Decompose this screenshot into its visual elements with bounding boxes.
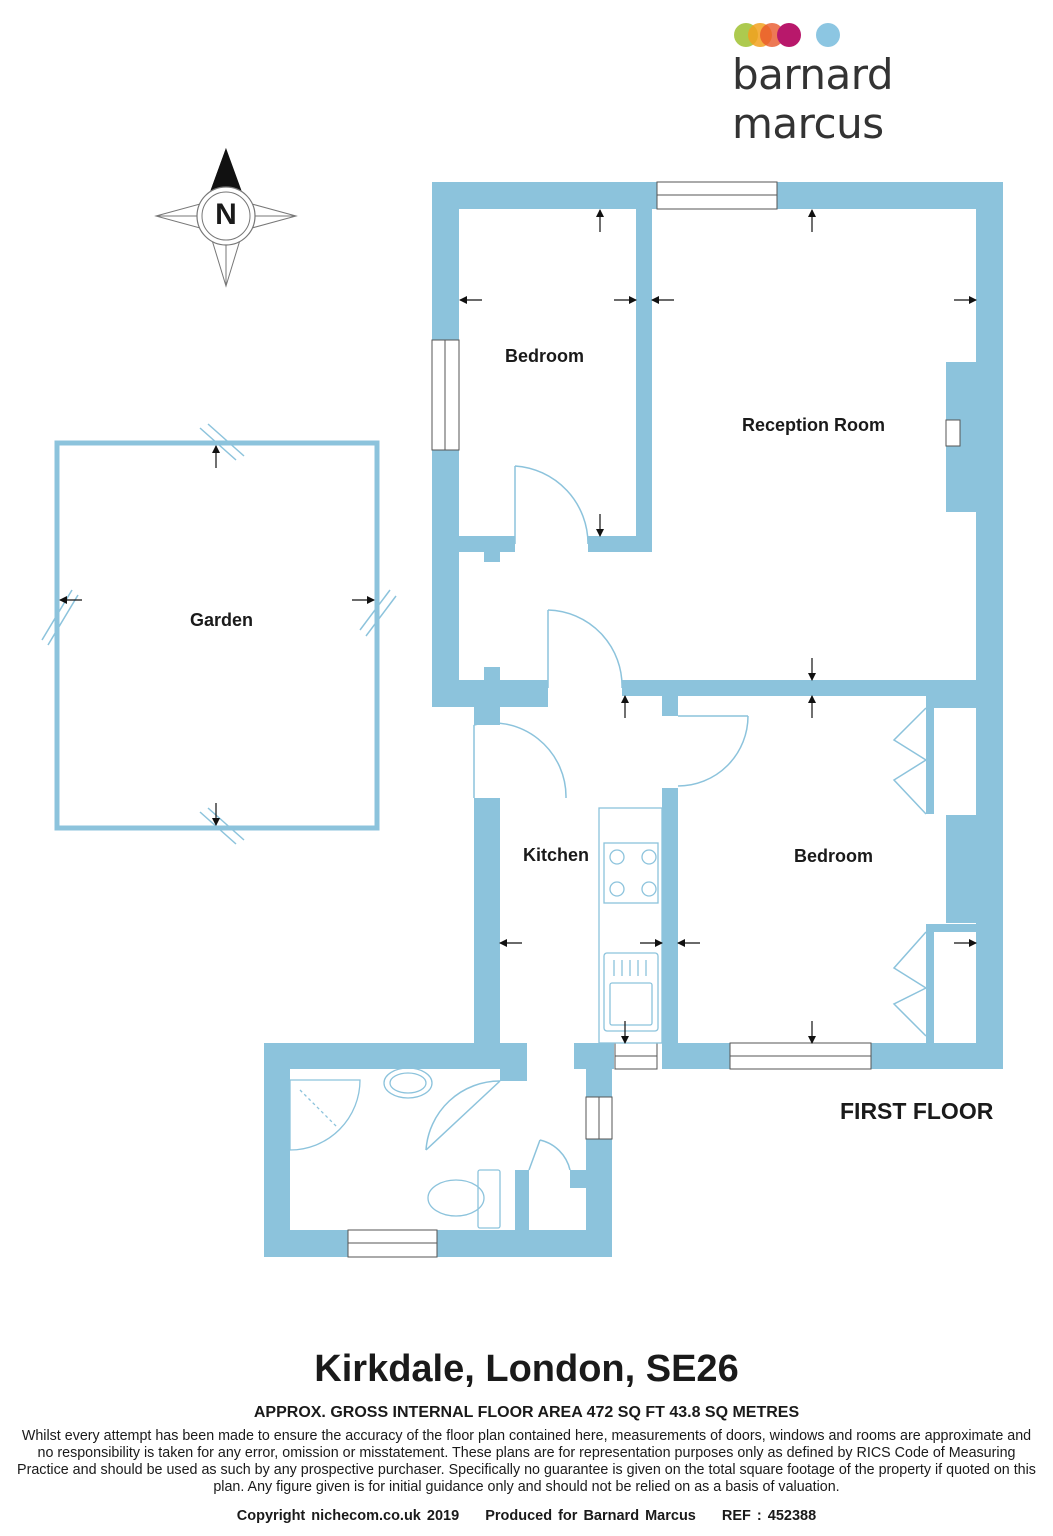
- compass-north-label: N: [215, 198, 237, 231]
- logo-dot: [760, 23, 784, 47]
- property-address-title: Kirkdale, London, SE26: [314, 1348, 739, 1390]
- room-label-bedroom-top: Bedroom: [505, 346, 585, 366]
- produced-for-text: Produced for Barnard Marcus: [485, 1508, 696, 1524]
- brand-wordmark: barnard marcus: [732, 50, 893, 148]
- floor-area-summary: APPROX. GROSS INTERNAL FLOOR AREA 472 SQ…: [253, 1404, 800, 1421]
- doors: [425, 465, 927, 1171]
- logo-dot: [777, 23, 801, 47]
- disclaimer-text: Whilst every attempt has been made to en…: [17, 1428, 1036, 1495]
- windows: [347, 181, 961, 1258]
- room-label-kitchen: Kitchen: [523, 845, 590, 865]
- logo-dot: [816, 23, 840, 47]
- floor-label: FIRST FLOOR: [840, 1098, 994, 1124]
- copyright-text: Copyright nichecom.co.uk 2019: [236, 1508, 460, 1524]
- reference-number: REF : 452388: [721, 1508, 817, 1524]
- kitchen-units: [598, 807, 663, 1044]
- footer-credit-line: Copyright nichecom.co.uk 2019 Produced f…: [0, 1508, 1053, 1524]
- room-label-reception: Reception Room: [742, 415, 886, 435]
- measurement-arrows: [59, 209, 977, 1044]
- garden-outline: [41, 423, 397, 845]
- brand-logo-dots: [734, 23, 840, 47]
- bathroom-fixtures: [289, 1067, 501, 1229]
- room-label-garden: Garden: [190, 610, 254, 630]
- compass-rose-icon: [154, 148, 298, 288]
- room-label-bedroom-bottom: Bedroom: [794, 846, 874, 866]
